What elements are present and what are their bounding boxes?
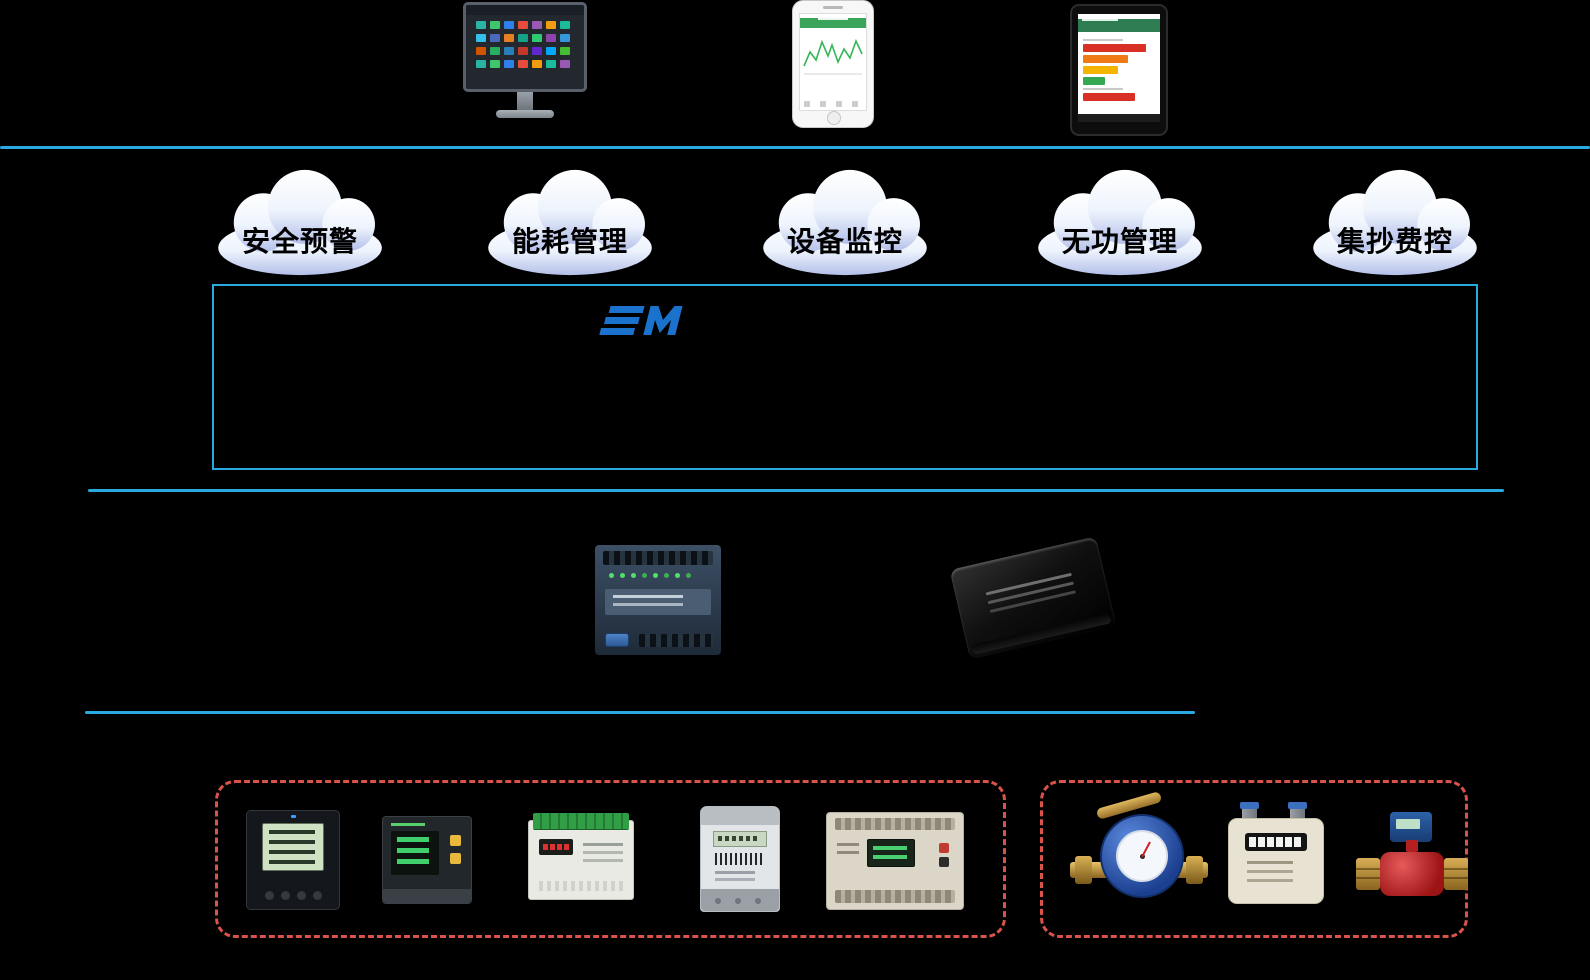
- monitor-stand: [517, 92, 533, 110]
- meter-brand-mark: [291, 815, 296, 818]
- energy-meter-label-lines: [715, 871, 755, 874]
- gas-meter-label-lines: [1247, 861, 1293, 864]
- heat-meter-valve: [1356, 812, 1468, 908]
- valve-coupling-right: [1444, 858, 1468, 890]
- monitor-screen-header: [466, 5, 584, 15]
- cloud-reactive-power-management: 无功管理: [1032, 166, 1208, 278]
- protection-relay-module: [528, 813, 634, 900]
- meter-title-line: [391, 823, 425, 826]
- gateway-front-edge: [971, 613, 1112, 655]
- energy-meter-terminal-cover: [701, 889, 779, 911]
- cloud-icon: [1313, 169, 1477, 276]
- tablet-app-header: [1078, 19, 1160, 32]
- app-icon-grid: [476, 21, 486, 29]
- cloud-safety-warning: 安全预警: [212, 166, 388, 278]
- bar-green: [1083, 77, 1105, 85]
- water-meter: [1070, 791, 1208, 908]
- cloud-label: 能耗管理: [511, 226, 628, 257]
- power-monitor-meter: [382, 816, 472, 904]
- cloud-icon: [763, 169, 927, 276]
- water-meter-coupling-left: [1075, 856, 1092, 884]
- tablet-bar-chart-icon: [1078, 32, 1160, 101]
- cloud-equipment-monitoring: 设备监控: [757, 166, 933, 278]
- terminal-label-lines: [837, 843, 859, 846]
- separator-line-top: [0, 146, 1590, 149]
- relay-terminal-strip: [533, 813, 629, 829]
- bar-yellow: [1083, 66, 1118, 74]
- bar-red: [1083, 44, 1147, 52]
- data-acquisition-terminal: [826, 812, 964, 910]
- tablet: [1070, 4, 1168, 136]
- relay-digit-display: [539, 839, 573, 855]
- plc-terminal-strip-bottom: [639, 634, 713, 647]
- cloud-label: 安全预警: [241, 226, 358, 257]
- monitor-base: [496, 110, 554, 118]
- plc-serial-port: [605, 633, 629, 647]
- meter-base: [383, 889, 471, 903]
- monitor-screen: [463, 2, 587, 92]
- plc-label-plate: [605, 589, 711, 615]
- terminal-strip-bottom: [835, 890, 955, 903]
- water-meter-dial: [1116, 830, 1168, 882]
- terminal-lcd-display: [867, 839, 915, 867]
- bar-orange: [1083, 55, 1128, 63]
- cloud-label: 设备监控: [786, 226, 903, 257]
- gas-meter-inlet-pipe: [1240, 802, 1259, 822]
- cloud-icon: [488, 169, 652, 276]
- cloud-label: 集抄费控: [1336, 226, 1453, 257]
- cloud-icon: [218, 169, 382, 276]
- gas-meter-counter: [1245, 833, 1307, 851]
- energy-meter-top-cap: [701, 807, 779, 825]
- valve-red-cap: [1406, 840, 1418, 852]
- separator-line-middle: [88, 489, 1504, 492]
- tablet-footer: [1078, 114, 1160, 122]
- electric-meter-group-box: [215, 780, 1006, 938]
- platform-logo-icon: [599, 306, 683, 335]
- terminal-strip-top: [835, 818, 955, 830]
- phone-line-chart-icon: [803, 38, 863, 75]
- multifunction-power-meter: [246, 810, 340, 910]
- relay-label-lines: [583, 843, 623, 846]
- plc-terminal-strip-top: [603, 551, 713, 565]
- phone-screen: [799, 13, 867, 111]
- phone-nav-icons: [804, 101, 810, 107]
- bar-caption: [1083, 39, 1123, 41]
- tablet-screen: [1078, 14, 1160, 122]
- phone-app-header: [800, 18, 866, 28]
- desktop-monitor: [463, 2, 587, 118]
- communication-gateway: [949, 536, 1117, 660]
- energy-meter-lcd: [713, 831, 767, 847]
- meter-buttons: [265, 891, 274, 900]
- separator-line-bottom: [85, 711, 1195, 714]
- valve-coupling-left: [1356, 858, 1380, 890]
- gas-meter: [1228, 802, 1324, 904]
- bar-red-2: [1083, 93, 1135, 101]
- cloud-label: 无功管理: [1061, 226, 1178, 257]
- cloud-icon: [1038, 169, 1202, 276]
- energy-meter-barcode: [715, 853, 763, 865]
- gas-meter-body: [1228, 818, 1324, 904]
- water-meter-coupling-right: [1186, 856, 1203, 884]
- meter-yellow-buttons: [450, 835, 461, 846]
- cloud-meter-reading-fee-control: 集抄费控: [1307, 166, 1483, 278]
- gateway-label-lines: [985, 572, 1072, 596]
- gas-meter-outlet-pipe: [1288, 802, 1307, 822]
- water-meter-body: [1100, 814, 1184, 898]
- electric-energy-meter: [700, 806, 780, 912]
- relay-vents: [539, 881, 623, 891]
- cloud-energy-management: 能耗管理: [482, 166, 658, 278]
- phone-home-button: [827, 111, 841, 125]
- valve-body: [1380, 852, 1444, 896]
- plc-data-collector: [595, 545, 721, 655]
- smartphone: [792, 0, 874, 128]
- terminal-buttons: [939, 843, 949, 853]
- meter-digital-display: [391, 831, 439, 875]
- valve-display-unit: [1390, 812, 1432, 842]
- meter-lcd-display: [262, 823, 324, 871]
- phone-speaker: [823, 6, 843, 9]
- plc-status-leds: [609, 573, 614, 578]
- platform-box: [212, 284, 1478, 470]
- bar-caption: [1083, 88, 1123, 90]
